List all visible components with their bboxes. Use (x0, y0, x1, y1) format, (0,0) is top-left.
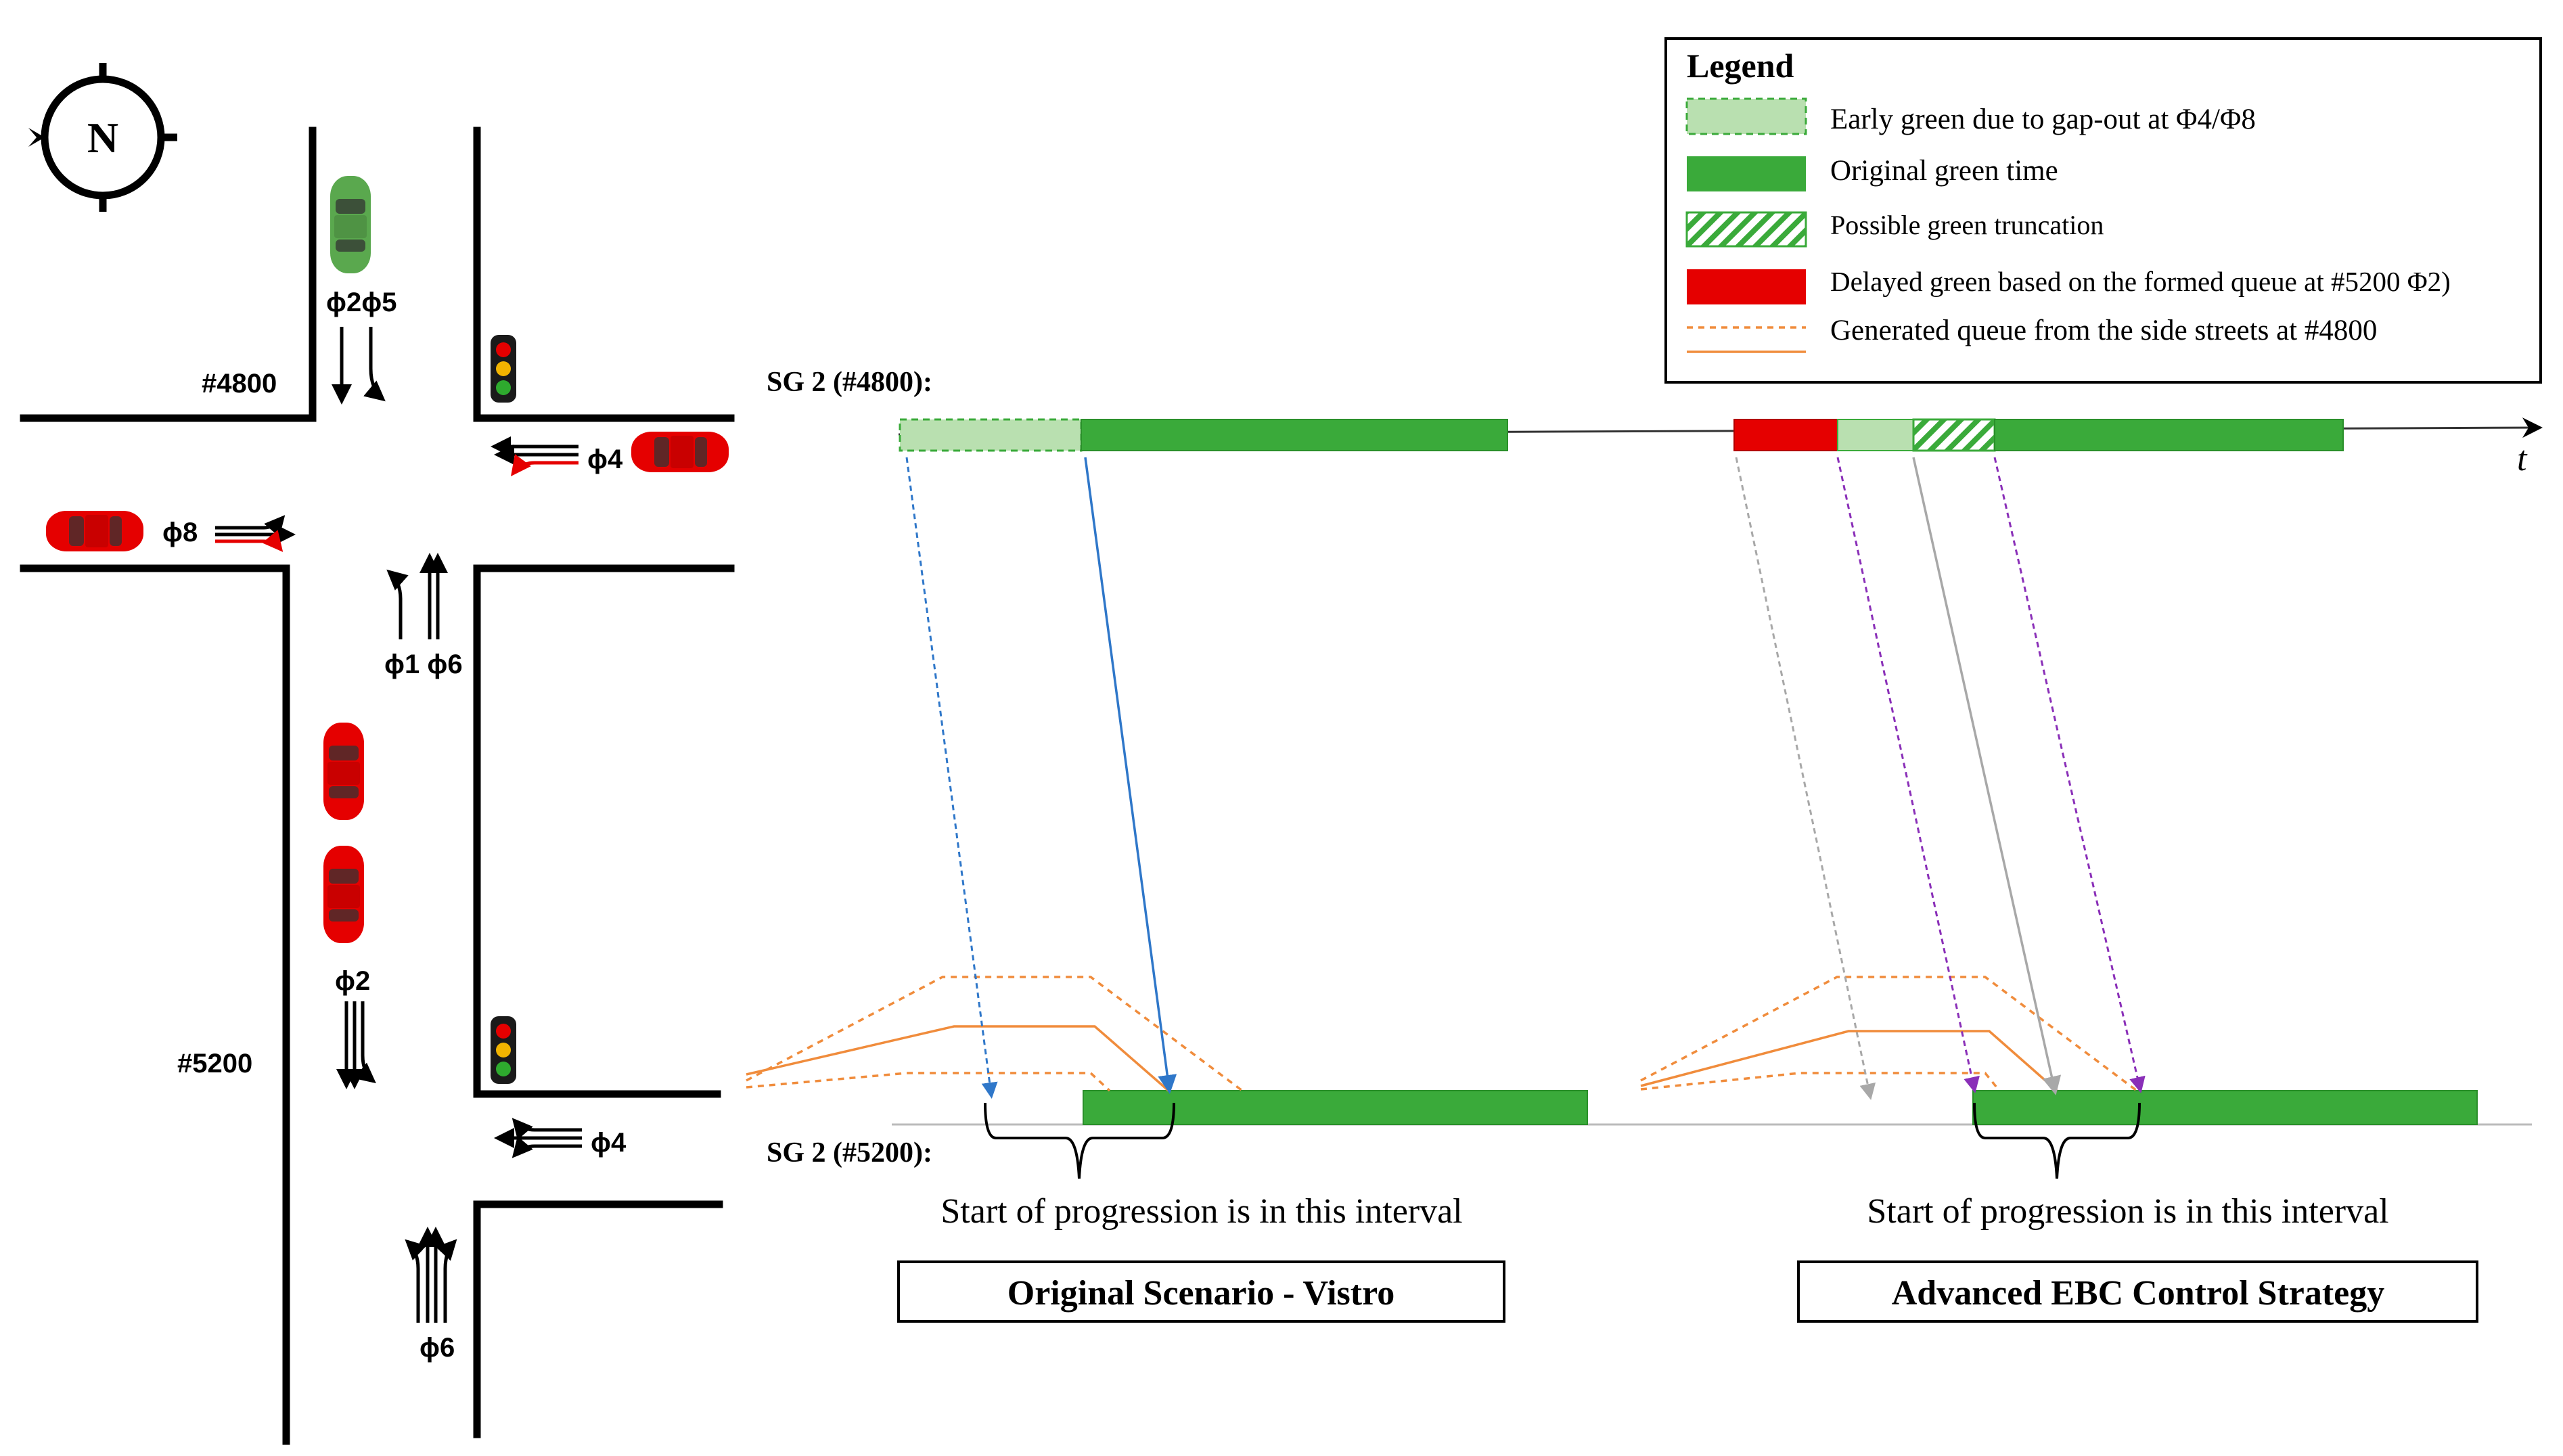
phase-label-4800-sb: ϕ2ϕ5 (326, 288, 396, 317)
sg-label-4800: SG 2 (#4800): (767, 367, 932, 398)
legend: Legend Early green due to gap-out at Φ4/… (1664, 37, 2542, 384)
progression-arrow-gray-solid (1912, 457, 2062, 1095)
interval-caption-right: Start of progression is in this interval (1867, 1192, 2388, 1231)
legend-box (1664, 37, 2542, 384)
early-green-bar-right (1837, 419, 1914, 451)
scenario-box-left (897, 1260, 1505, 1323)
traffic-signal-icon (491, 335, 516, 403)
legend-label-red: Delayed green based on the formed queue … (1830, 266, 2451, 297)
movement-arrows-4800-wb (215, 515, 296, 552)
intersection-label-4800: #4800 (202, 369, 277, 399)
scenario-box-right (1797, 1260, 2478, 1323)
interval-brace-left (984, 1102, 1175, 1179)
movement-arrows-4800-eb (491, 436, 579, 476)
phase-label-4800-nb: ϕ1 ϕ6 (384, 650, 463, 679)
intersection-label-5200: #5200 (177, 1049, 252, 1078)
legend-swatch-original-green (1687, 156, 1806, 191)
compass-icon: N (28, 63, 177, 212)
car-icon-red-westbound (46, 511, 143, 551)
movement-arrows-4800-nb (386, 553, 448, 639)
interval-caption-left: Start of progression is in this interval (940, 1192, 1462, 1231)
delayed-red-bar (1733, 419, 1838, 451)
car-icon-red-queue-2 (323, 846, 364, 943)
car-icon-green (330, 176, 371, 273)
time-axis-label: t (2517, 440, 2528, 478)
sg-label-5200: SG 2 (#5200): (767, 1137, 932, 1168)
phase-label-4800-wb: ϕ8 (162, 518, 198, 547)
car-icon-red-queue-1 (323, 723, 364, 820)
legend-label-queue-lines: Generated queue from the side streets at… (1830, 315, 2377, 346)
progression-arrow-purple-1 (1836, 457, 1980, 1093)
road-edges (20, 127, 735, 1445)
phase-label-4800-eb: ϕ4 (587, 445, 623, 474)
movement-arrows-5200-sb (336, 1001, 376, 1089)
car-icon-red-eastbound (631, 432, 729, 472)
queue-lines-right (1640, 976, 2138, 1092)
legend-title: Legend (1687, 47, 1794, 85)
signal-timeline: SG 2 (#4800): SG 2 (#5200): t (746, 367, 2543, 1323)
movement-arrows-4800-sb (332, 327, 386, 405)
traffic-signal-icon (491, 1016, 516, 1084)
phase-label-5200-nb: ϕ6 (419, 1333, 455, 1363)
progression-arrow-early-left (905, 457, 998, 1099)
original-green-bar-top-right (1994, 419, 2344, 451)
legend-swatch-hatched (1685, 211, 1807, 248)
legend-label-early-green: Early green due to gap-out at Φ4/Φ8 (1830, 104, 2256, 135)
movement-arrows-5200-nb (405, 1227, 457, 1323)
intersection-map: N #4800 #5200 (20, 63, 735, 1445)
original-green-bar-bottom-right (1972, 1090, 2478, 1125)
legend-label-hatched: Possible green truncation (1830, 210, 2104, 240)
phase-label-5200-eb: ϕ4 (591, 1128, 627, 1158)
original-green-bar-bottom-left (1083, 1090, 1588, 1125)
scenario-title-right: Advanced EBC Control Strategy (1892, 1274, 2384, 1313)
compass-label: N (87, 114, 118, 162)
early-green-bar-left (899, 418, 1083, 452)
legend-swatch-early-green (1685, 97, 1807, 135)
progression-arrow-gray-dashed (1735, 457, 1876, 1100)
truncation-hatched-bar (1912, 418, 1996, 452)
interval-brace-right (1973, 1102, 2141, 1179)
legend-label-original-green: Original green time (1830, 155, 2058, 187)
legend-swatch-red (1687, 269, 1806, 304)
original-green-bar-top-left (1081, 419, 1508, 451)
scenario-title-left: Original Scenario - Vistro (1007, 1274, 1394, 1313)
progression-arrow-original-left (1084, 457, 1177, 1094)
phase-label-5200-sb: ϕ2 (335, 966, 370, 996)
queue-lines-left (746, 976, 1244, 1092)
progression-arrow-purple-2 (1993, 457, 2146, 1093)
legend-swatch-queue-lines (1687, 326, 1806, 353)
movement-arrows-5200-eb (494, 1118, 582, 1158)
